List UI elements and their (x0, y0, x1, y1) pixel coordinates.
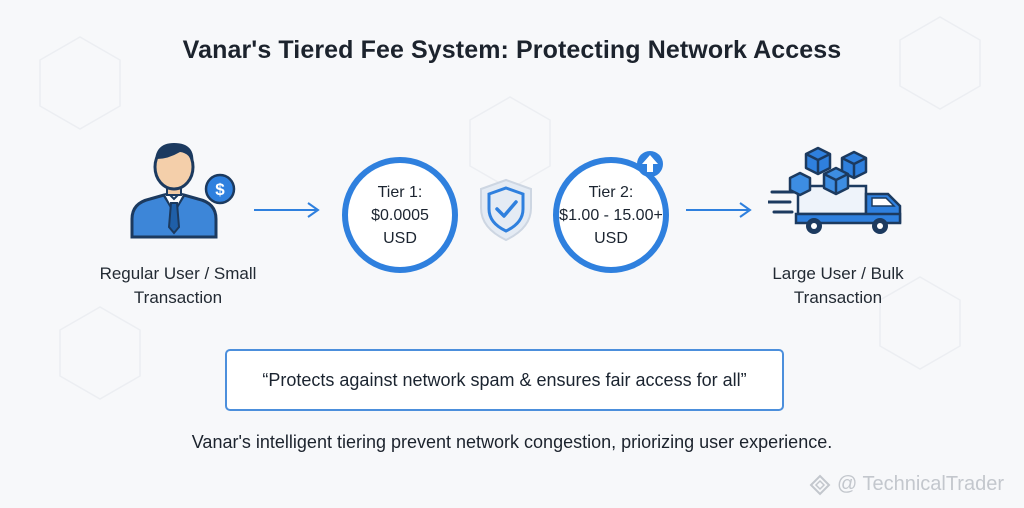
quote-text: “Protects against network spam & ensures… (262, 369, 747, 390)
watermark: @ TechnicalTrader (809, 473, 1004, 496)
arrow-right-icon (686, 202, 752, 218)
tier1-price: $0.0005 (371, 206, 429, 224)
page-title: Vanar's Tiered Fee System: Protecting Ne… (182, 36, 842, 64)
left-label-line1: Regular User / Small (99, 264, 257, 283)
tier2-currency: USD (594, 229, 628, 247)
quote-box: “Protects against network spam & ensures… (225, 349, 784, 411)
tier2-label: Tier 2: (588, 183, 634, 201)
user-with-dollar-icon: $ (130, 143, 236, 239)
delivery-truck-boxes-icon (768, 146, 902, 234)
tier2-price: $1.00 - 15.00+ (559, 206, 663, 224)
tier1-circle: Tier 1: $0.0005 USD (342, 157, 458, 273)
tier1-currency: USD (383, 229, 417, 247)
right-label-line1: Large User / Bulk (772, 264, 904, 283)
right-entity-label: Large User / Bulk Transaction (738, 262, 938, 310)
diamond-logo-icon (809, 474, 831, 495)
svg-text:$: $ (215, 180, 225, 199)
arrow-up-icon (637, 151, 663, 177)
left-label-line2: Transaction (133, 288, 223, 307)
tier1-label: Tier 1: (377, 183, 423, 201)
right-label-line2: Transaction (793, 288, 883, 307)
arrow-right-icon (254, 202, 320, 218)
watermark-text: @ TechnicalTrader (836, 473, 1004, 495)
shield-check-icon (480, 178, 532, 242)
footer-text: Vanar's intelligent tiering prevent netw… (191, 432, 833, 452)
left-entity-label: Regular User / Small Transaction (78, 262, 278, 310)
tier2-circle: Tier 2: $1.00 - 15.00+ USD (553, 157, 669, 273)
